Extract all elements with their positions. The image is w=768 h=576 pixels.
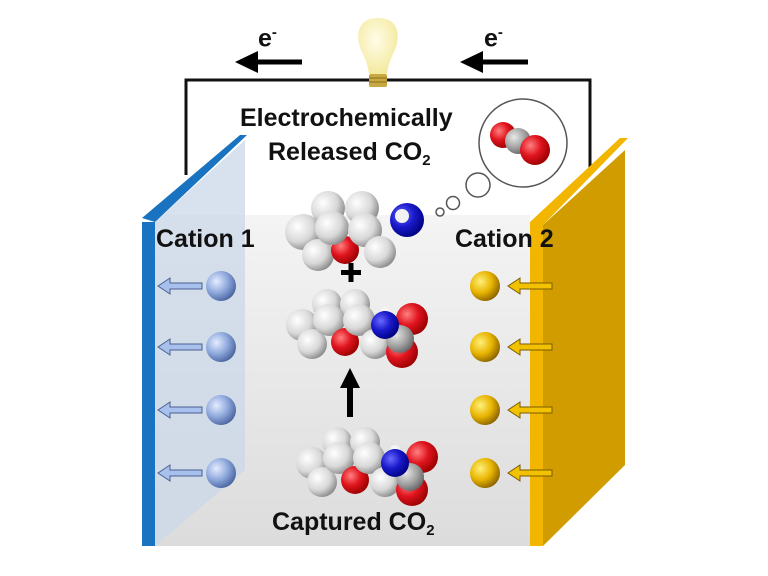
light-bulb-icon: [358, 18, 398, 87]
right-electrode-top-edge: [530, 138, 628, 225]
amine-molecule: [285, 191, 424, 271]
electron-arrow-left: [235, 51, 302, 73]
electron-label-right: e-: [484, 24, 503, 53]
cation2-group: [470, 271, 553, 488]
cation2-ion: [470, 271, 553, 301]
left-electrode-side: [155, 140, 245, 546]
subscript: 2: [426, 522, 435, 539]
cation2-label: Cation 2: [455, 225, 554, 253]
reaction-arrow-up: [340, 368, 360, 417]
released-title-line1: Electrochemically: [240, 104, 453, 132]
co2-molecule: [490, 122, 550, 165]
cation2-ion: [470, 458, 553, 488]
captured-text: Captured CO: [272, 508, 427, 536]
captured-label: Captured CO2: [272, 508, 435, 539]
cation1-group: [157, 271, 236, 488]
cation2-ion: [470, 332, 553, 362]
cation1-ion: [157, 271, 236, 301]
cation1-label: Cation 1: [156, 225, 255, 253]
electron-symbol: e: [484, 24, 498, 53]
right-electrode-side: [543, 150, 625, 546]
electron-arrow-right: [460, 51, 528, 73]
right-electrode-front: [530, 222, 543, 546]
plus-sign: [341, 263, 361, 282]
cation2-ion: [470, 395, 553, 425]
left-electrode-front: [142, 222, 155, 546]
subscript: 2: [422, 152, 431, 169]
cation1-ion: [157, 395, 236, 425]
electron-charge: -: [497, 24, 503, 41]
left-electrode-top-edge: [142, 135, 247, 222]
released-title-text: Released CO: [268, 138, 423, 166]
circuit-wire: [184, 78, 592, 175]
electron-symbol: e: [258, 24, 272, 53]
released-title-line2: Released CO2: [268, 138, 431, 169]
electron-charge: -: [271, 24, 277, 41]
cation1-ion: [157, 332, 236, 362]
electron-label-left: e-: [258, 24, 277, 53]
cation1-ion: [157, 458, 236, 488]
